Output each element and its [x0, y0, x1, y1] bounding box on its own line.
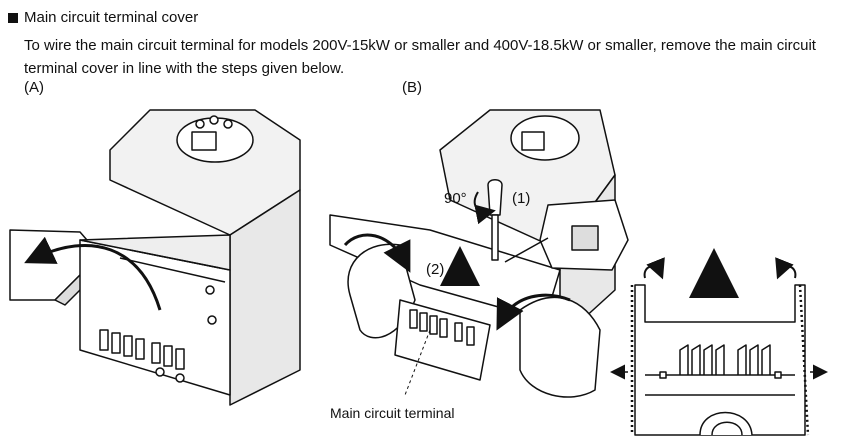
lift-arrow-icon: [24, 236, 162, 311]
angle-label: 90°: [444, 190, 467, 207]
cover-front-diagram: [630, 284, 810, 436]
section-heading: Main circuit terminal cover: [8, 9, 198, 27]
figure-b-illustration: [329, 109, 629, 398]
terminal-callout-label: Main circuit terminal: [330, 405, 454, 421]
instruction-paragraph: To wire the main circuit terminal for mo…: [24, 37, 816, 77]
rotate-90-arrow-icon: [473, 191, 496, 225]
figure-b-label: (B): [402, 79, 422, 96]
right-hand-arrow-icon: [496, 293, 571, 331]
section-title: Main circuit terminal cover: [24, 9, 199, 26]
left-rotate-icon: [643, 257, 665, 280]
right-rotate-icon: [775, 257, 797, 280]
figure-a-label: (A): [24, 79, 44, 96]
step1-label: (1): [512, 190, 530, 207]
step2-label: (2): [426, 261, 444, 278]
left-hand-arrow-icon: [343, 233, 411, 273]
figure-a-illustration: [9, 109, 301, 406]
square-bullet-icon: [8, 13, 18, 23]
